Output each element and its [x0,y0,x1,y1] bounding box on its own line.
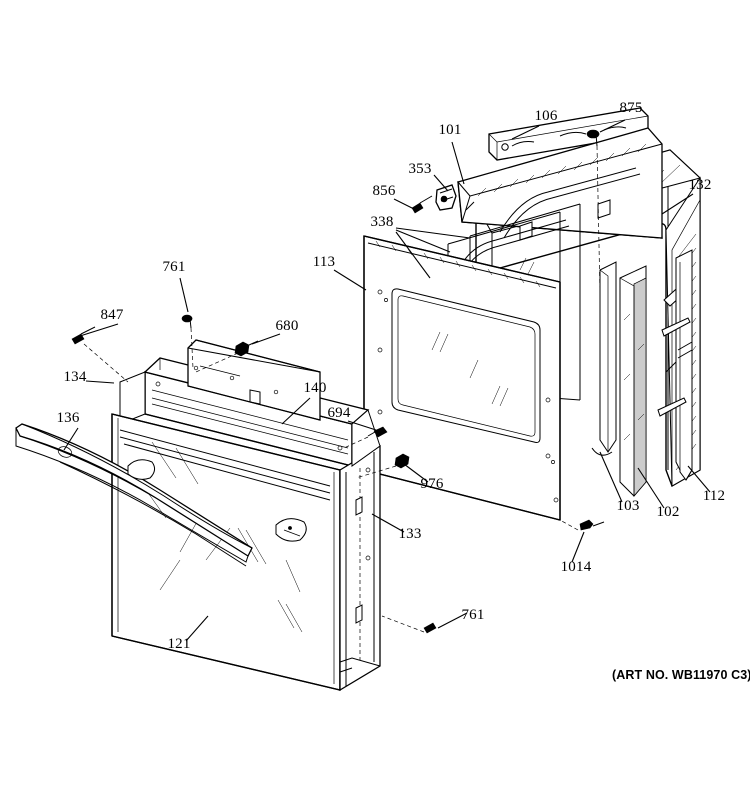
part-112-hinge-receiver [657,249,693,481]
part-136-door-handle [15,423,253,567]
callout-694: 694 [327,405,350,421]
fastener-694-screw [343,426,388,449]
callout-112: 112 [703,488,726,504]
fastener-761-bottom [381,615,437,634]
callout-875: 875 [619,100,642,116]
art-number-label: (ART NO. WB11970 C3) [612,668,750,682]
callout-976: 976 [420,476,443,492]
callout-121: 121 [167,636,190,652]
callout-140: 140 [303,380,326,396]
part-102-side-trim-outer [619,265,647,497]
callout-103: 103 [616,498,639,514]
part-875-screw [586,129,601,296]
callout-102: 102 [656,504,679,520]
part-353-latch-catch [435,184,457,211]
callout-353: 353 [408,161,431,177]
callout-113: 113 [313,254,336,270]
callout-761-top: 761 [162,259,185,275]
part-113-door-liner [363,235,561,521]
callout-labels: 101 106 875 353 856 132 338 113 761 847 … [56,100,725,652]
callout-134: 134 [63,369,86,385]
callout-101: 101 [438,122,461,138]
callout-133: 133 [398,526,421,542]
part-140-trim-rail [143,339,370,467]
callout-106: 106 [534,108,557,124]
leader-lines [63,119,711,642]
fastener-1014-clip [559,519,605,531]
part-trim-strip [119,429,331,501]
callout-761-bottom: 761 [461,607,484,623]
part-rail-latch-block [127,459,307,542]
fastener-761-top [181,314,194,369]
callout-132: 132 [688,177,711,193]
callout-136: 136 [56,410,79,426]
callout-680: 680 [275,318,298,334]
part-856-screw [411,195,433,214]
part-133-door-side-panel [339,444,381,692]
part-103-side-trim-inner [591,261,617,456]
fastener-847-screw [71,326,129,383]
callout-338: 338 [370,214,393,230]
callout-856: 856 [372,183,395,199]
callout-847: 847 [100,307,123,323]
callout-1014: 1014 [561,559,592,575]
